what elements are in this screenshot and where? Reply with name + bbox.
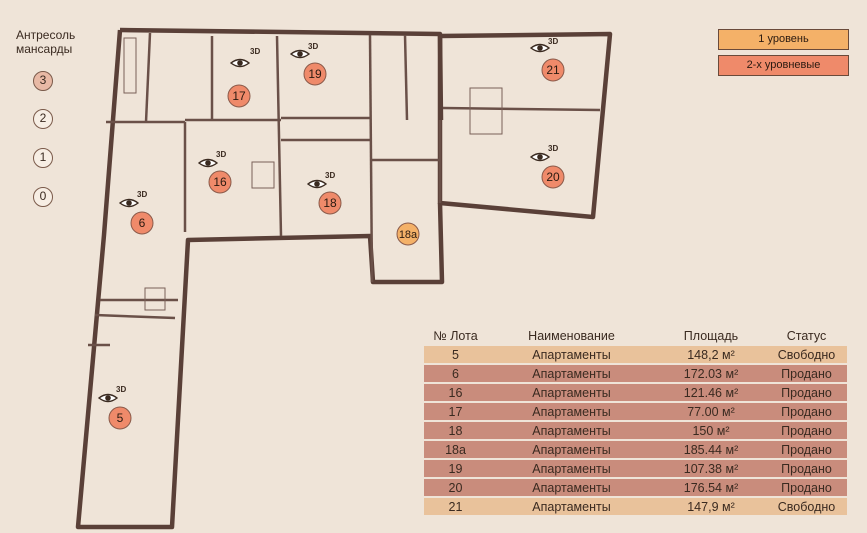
eye-3d-icon[interactable] xyxy=(290,49,310,59)
floor-button-3[interactable]: 3 xyxy=(33,71,53,91)
lot-17-number: 17 xyxy=(232,89,246,103)
floor-title-line2: мансарды xyxy=(16,42,73,56)
header-name: Наименование xyxy=(528,329,615,343)
cell-status: Продано xyxy=(766,384,847,401)
floor-button-2[interactable]: 2 xyxy=(33,109,53,129)
lot-18a[interactable]: 18a xyxy=(396,222,420,246)
lot-19-number: 19 xyxy=(308,67,322,81)
legend-two-level[interactable]: 2-х уровневые xyxy=(718,55,849,76)
lot-5[interactable]: 3D 5 xyxy=(98,385,132,430)
floor-button-0[interactable]: 0 xyxy=(33,187,53,207)
cell-lot: 18 xyxy=(424,422,487,439)
cell-area: 185.44 м² xyxy=(656,441,766,458)
cell-name: Апартаменты xyxy=(487,346,656,363)
cell-area: 150 м² xyxy=(656,422,766,439)
eye-3d-icon[interactable] xyxy=(530,43,550,53)
cell-lot: 5 xyxy=(424,346,487,363)
cell-lot: 6 xyxy=(424,365,487,382)
eye-3d-icon[interactable] xyxy=(98,393,118,403)
lot-19[interactable]: 3D 19 xyxy=(290,42,327,86)
lot-17[interactable]: 3D 17 xyxy=(227,47,260,108)
table-header-row: № Лота Наименование Площадь Статус xyxy=(424,328,847,344)
marker-3d-label: 3D xyxy=(308,42,318,51)
legend-one-level[interactable]: 1 уровень xyxy=(718,29,849,50)
cell-name: Апартаменты xyxy=(487,384,656,401)
eye-3d-icon[interactable] xyxy=(198,158,218,168)
header-lot: № Лота xyxy=(433,329,478,343)
marker-3d-label: 3D xyxy=(325,171,335,180)
cell-status: Свободно xyxy=(766,346,847,363)
header-area: Площадь xyxy=(683,329,739,343)
lot-21-number: 21 xyxy=(546,63,560,77)
cell-lot: 21 xyxy=(424,498,487,515)
cell-area: 148,2 м² xyxy=(656,346,766,363)
cell-name: Апартаменты xyxy=(487,498,656,515)
marker-3d-label: 3D xyxy=(548,144,558,153)
cell-name: Апартаменты xyxy=(487,460,656,477)
lot-6[interactable]: 3D 6 xyxy=(119,190,154,235)
lot-16[interactable]: 3D 16 xyxy=(198,150,232,194)
eye-3d-icon[interactable] xyxy=(119,198,139,208)
marker-3d-label: 3D xyxy=(216,150,226,159)
lot-20[interactable]: 3D 20 xyxy=(530,144,565,189)
lot-6-number: 6 xyxy=(139,216,146,230)
cell-lot: 18a xyxy=(424,441,487,458)
floor-selector-title: Антресоль мансарды xyxy=(16,28,75,56)
marker-3d-label: 3D xyxy=(548,37,558,46)
cell-name: Апартаменты xyxy=(487,441,656,458)
cell-area: 77.00 м² xyxy=(656,403,766,420)
stairs xyxy=(123,37,503,311)
cell-area: 121.46 м² xyxy=(656,384,766,401)
eye-3d-icon[interactable] xyxy=(530,152,550,162)
lot-16-number: 16 xyxy=(213,175,227,189)
cell-lot: 20 xyxy=(424,479,487,496)
interior-walls xyxy=(88,32,601,347)
cell-area: 172.03 м² xyxy=(656,365,766,382)
cell-lot: 19 xyxy=(424,460,487,477)
cell-name: Апартаменты xyxy=(487,422,656,439)
marker-3d-label: 3D xyxy=(116,385,126,394)
floor-title-line1: Антресоль xyxy=(16,28,76,42)
cell-area: 107.38 м² xyxy=(656,460,766,477)
cell-area: 147,9 м² xyxy=(656,498,766,515)
cell-area: 176.54 м² xyxy=(656,479,766,496)
cell-status: Продано xyxy=(766,441,847,458)
lot-18[interactable]: 3D 18 xyxy=(307,171,342,215)
marker-3d-label: 3D xyxy=(137,190,147,199)
cell-status: Свободно xyxy=(766,498,847,515)
lot-18a-number: 18a xyxy=(399,229,418,241)
header-status: Статус xyxy=(786,329,827,343)
lot-21[interactable]: 3D 21 xyxy=(530,37,565,82)
cell-status: Продано xyxy=(766,422,847,439)
lot-20-number: 20 xyxy=(546,170,560,184)
floor-button-1[interactable]: 1 xyxy=(33,148,53,168)
marker-3d-label: 3D xyxy=(250,47,260,56)
cell-name: Апартаменты xyxy=(487,479,656,496)
cell-status: Продано xyxy=(766,403,847,420)
cell-name: Апартаменты xyxy=(487,403,656,420)
lot-18-number: 18 xyxy=(323,196,337,210)
eye-3d-icon[interactable] xyxy=(230,58,250,68)
cell-lot: 16 xyxy=(424,384,487,401)
lot-5-number: 5 xyxy=(117,411,124,425)
cell-status: Продано xyxy=(766,460,847,477)
cell-lot: 17 xyxy=(424,403,487,420)
cell-status: Продано xyxy=(766,479,847,496)
eye-3d-icon[interactable] xyxy=(307,179,327,189)
cell-name: Апартаменты xyxy=(487,365,656,382)
cell-status: Продано xyxy=(766,365,847,382)
